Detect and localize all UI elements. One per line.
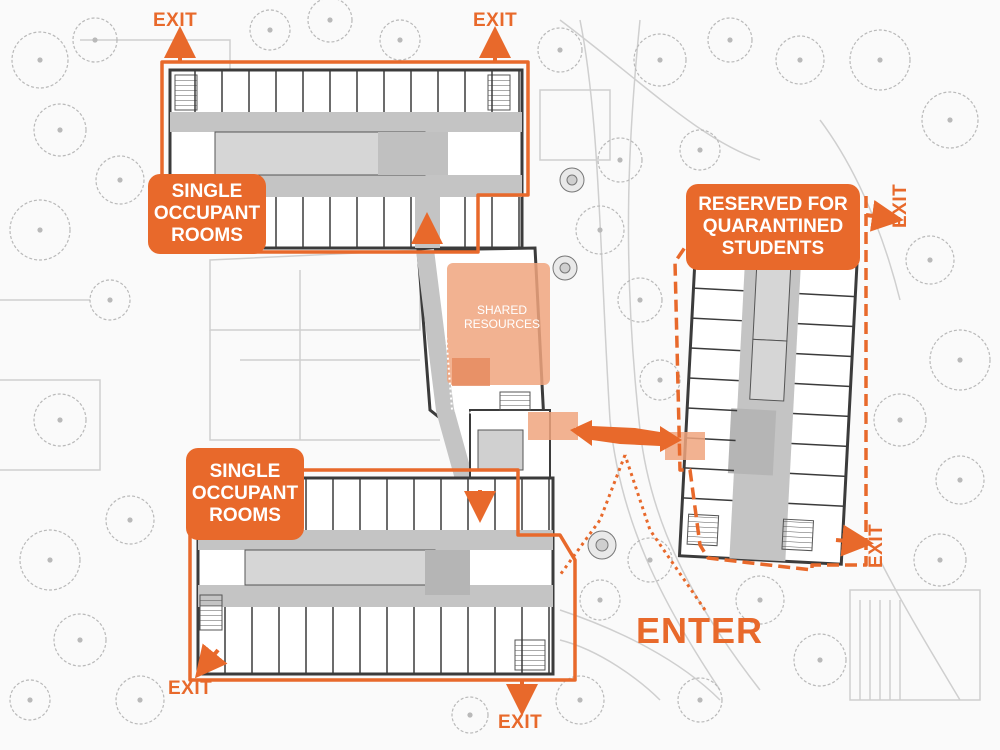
north-wing-label: SINGLE OCCUPANT ROOMS — [148, 174, 266, 254]
south-wing-label: SINGLE OCCUPANT ROOMS — [186, 448, 304, 540]
site-context — [0, 19, 981, 701]
passage-highlight-west — [528, 412, 578, 440]
exit-label-north-east: EXIT — [473, 10, 518, 31]
south-wing-label-line-3: ROOMS — [209, 505, 281, 526]
east-wing-label-line-3: STUDENTS — [721, 238, 825, 259]
enter-route-icon — [558, 454, 707, 611]
east-wing-building — [677, 226, 860, 566]
exit-label-north-west: EXIT — [153, 10, 198, 31]
planters — [552, 167, 617, 560]
east-wing-label-line-1: RESERVED FOR — [698, 194, 848, 215]
shared-resources-label-line-2: RESOURCES — [463, 317, 540, 331]
exit-arrow-icon — [164, 26, 904, 716]
east-wing-label-line-2: QUARANTINED — [702, 216, 844, 237]
north-wing-label-line-1: SINGLE — [171, 181, 243, 202]
shared-resources-label-line-1: SHARED — [476, 303, 527, 317]
passage-arrow-icon — [570, 420, 682, 452]
exit-label-east-top: EXIT — [890, 183, 911, 228]
south-wing-label-line-2: OCCUPANT — [191, 483, 299, 504]
north-wing-label-line-2: OCCUPANT — [153, 203, 261, 224]
shared-resources-label: SHARED RESOURCES — [458, 303, 546, 331]
shared-resources-annex — [452, 358, 490, 386]
enter-label: ENTER — [636, 610, 764, 651]
tree-icon — [9, 0, 991, 734]
exit-label-south-east: EXIT — [498, 712, 543, 733]
shared-resources-zone — [447, 263, 550, 385]
south-wing-label-line-1: SINGLE — [209, 461, 281, 482]
exit-label-south-west: EXIT — [168, 678, 213, 699]
east-wing-label: RESERVED FOR QUARANTINED STUDENTS — [686, 184, 860, 270]
north-wing-building — [168, 68, 524, 250]
north-wing-label-line-3: ROOMS — [171, 225, 243, 246]
exit-label-east-bottom: EXIT — [866, 523, 887, 568]
